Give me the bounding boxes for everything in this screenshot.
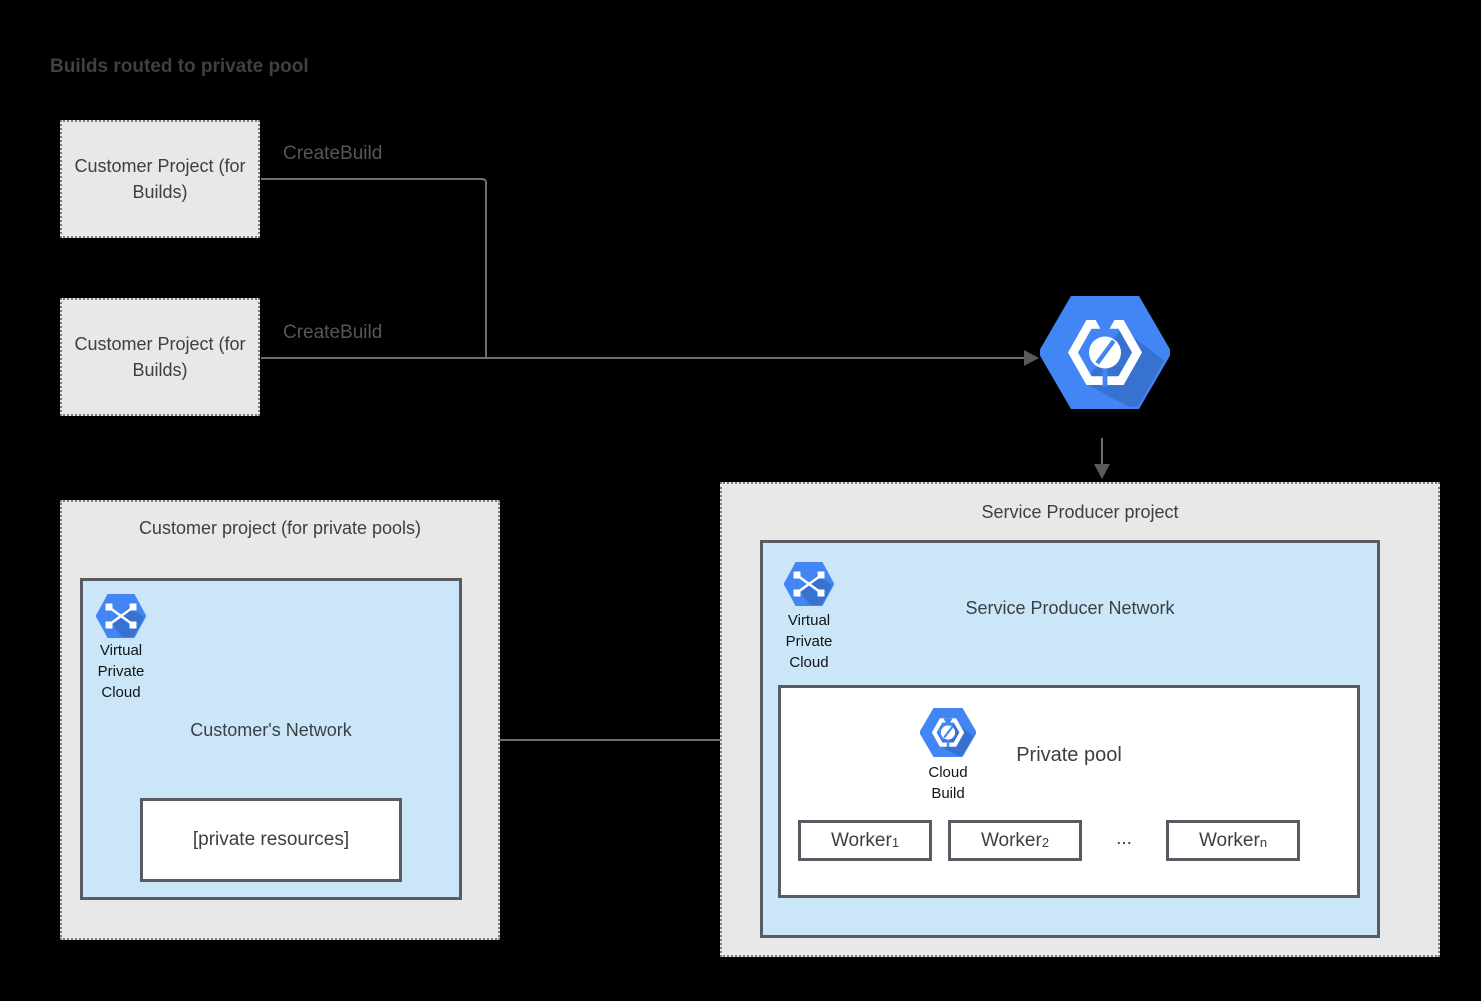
vpc-icon-customer [96,594,146,638]
customer-network-title: Customer's Network [190,720,352,740]
workers-ellipsis: ... [1116,828,1132,849]
private-pool-box [778,685,1360,898]
createbuild-label-2: CreateBuild [283,322,383,343]
arrowhead-to-service-producer [1094,464,1110,479]
service-producer-network-title: Service Producer Network [965,598,1175,618]
createbuild-label-1: CreateBuild [283,143,383,164]
customer-project-builds-label-2: Customer Project (for Builds) [74,334,246,380]
diagram-title: Builds routed to private pool [50,56,309,77]
worker-label-1: Worker [830,829,892,851]
arrowhead-to-cloud-build [1024,350,1039,366]
worker-label-n: Worker [1198,829,1260,851]
vpc-label-customer: Virtual Private Cloud [97,642,145,701]
worker-label-2: Worker [980,829,1042,851]
private-resources-label: [private resources] [192,829,350,850]
customer-pool-project-title: Customer project (for private pools) [138,518,422,538]
vpc-label-service-producer: Virtual Private Cloud [785,612,833,671]
customer-project-builds-box-1: Customer Project (for Builds) [60,120,260,238]
private-pool-title: Private pool [1016,744,1122,766]
service-producer-project-title: Service Producer project [981,502,1179,522]
customer-project-builds-box-2: Customer Project (for Builds) [60,298,260,416]
customer-project-builds-label-1: Customer Project (for Builds) [74,156,246,202]
private-resources-box: [private resources] [140,798,402,882]
cloud-build-label: Cloud Build [928,764,968,802]
cloud-build-icon [1040,296,1170,409]
cloud-build-icon-small [920,708,976,757]
vpc-icon-service-producer [784,562,834,606]
